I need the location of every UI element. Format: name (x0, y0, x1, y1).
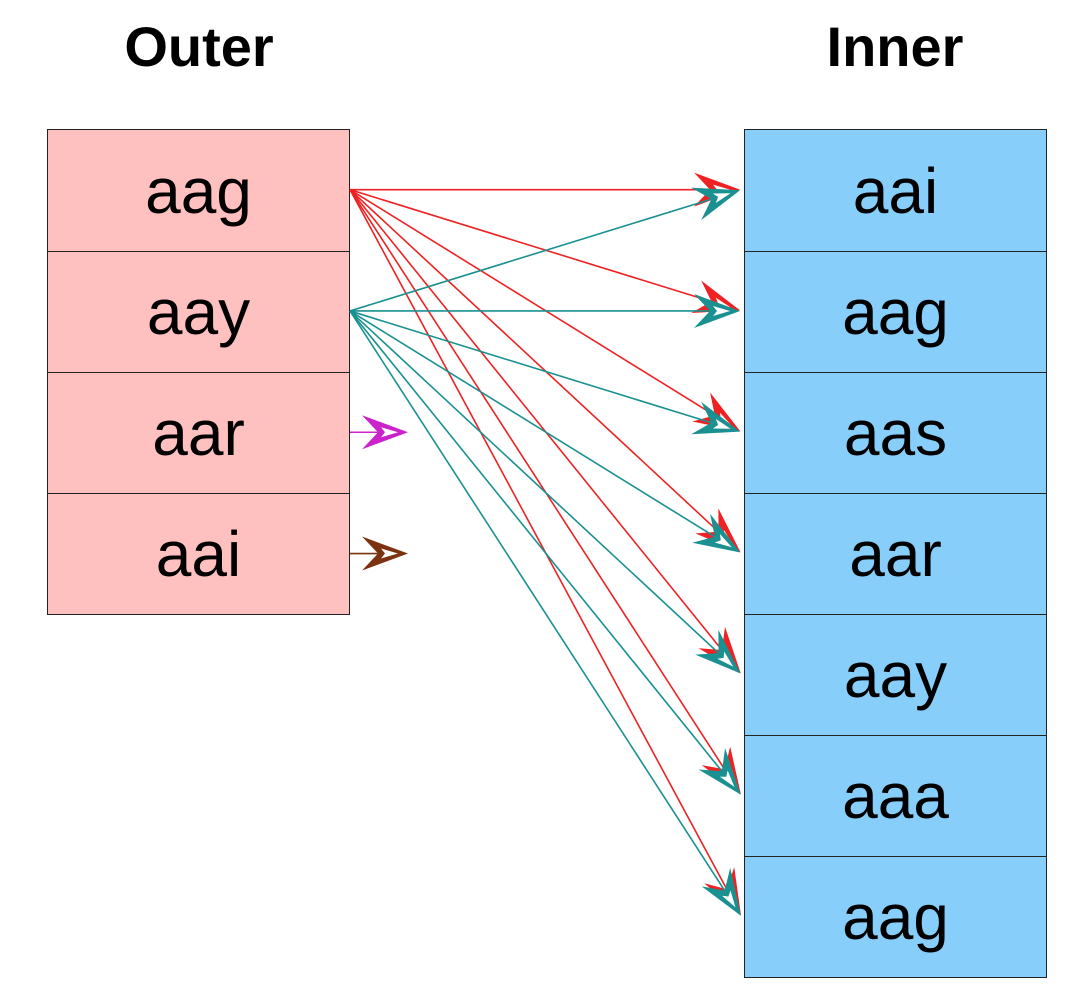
dangling-arrowhead-1-highlight (381, 548, 398, 559)
edge-line-13 (349, 310, 726, 892)
outer-row-aai: aai (48, 493, 349, 614)
inner-title: Inner (826, 15, 964, 78)
edge-arrowhead-11-highlight (717, 651, 734, 667)
edge-arrowhead-13 (701, 867, 741, 916)
inner-row-aas: aas (745, 372, 1046, 493)
edge-arrowhead-9-highlight (712, 418, 731, 429)
outer-row-aar: aar (48, 372, 349, 493)
dangling-arrowhead-0-highlight (381, 427, 398, 438)
edge-line-7 (349, 198, 712, 312)
edge-line-2 (349, 188, 716, 417)
outer-row-aag: aag (48, 130, 349, 251)
edge-line-4 (349, 189, 723, 651)
inner-row-aag-2: aag (745, 856, 1046, 977)
outer-title: Outer (124, 15, 274, 78)
edge-arrowhead-10 (692, 513, 741, 553)
edge-line-3 (349, 189, 720, 533)
edge-line-1 (349, 188, 712, 303)
inner-row-aag: aag (745, 251, 1046, 372)
edge-arrowhead-7 (691, 187, 741, 221)
edge-line-9 (349, 310, 712, 424)
edge-arrowhead-9 (691, 401, 741, 435)
edge-line-11 (349, 310, 720, 654)
edge-line-5 (349, 189, 726, 770)
edge-line-6 (349, 189, 728, 890)
edge-arrowhead-10-highlight (714, 534, 732, 548)
outer-row-aay: aay (48, 251, 349, 372)
inner-row-aai: aai (745, 130, 1046, 251)
edge-arrowhead-7-highlight (712, 193, 731, 203)
edge-line-10 (349, 310, 716, 538)
inner-row-aar: aar (745, 493, 1046, 614)
inner-table: aai aag aas aar aay aaa aag (744, 129, 1047, 978)
inner-row-aaa: aaa (745, 735, 1046, 856)
edge-arrowhead-8-highlight (713, 305, 730, 316)
edge-arrowhead-2 (692, 392, 741, 432)
edge-arrowhead-12-highlight (719, 770, 735, 787)
edge-line-12 (349, 310, 723, 772)
edge-arrowhead-1 (691, 280, 741, 314)
outer-table: aag aay aar aai (47, 129, 350, 615)
inner-row-aay: aay (745, 614, 1046, 735)
edge-arrowhead-13-highlight (722, 890, 736, 908)
